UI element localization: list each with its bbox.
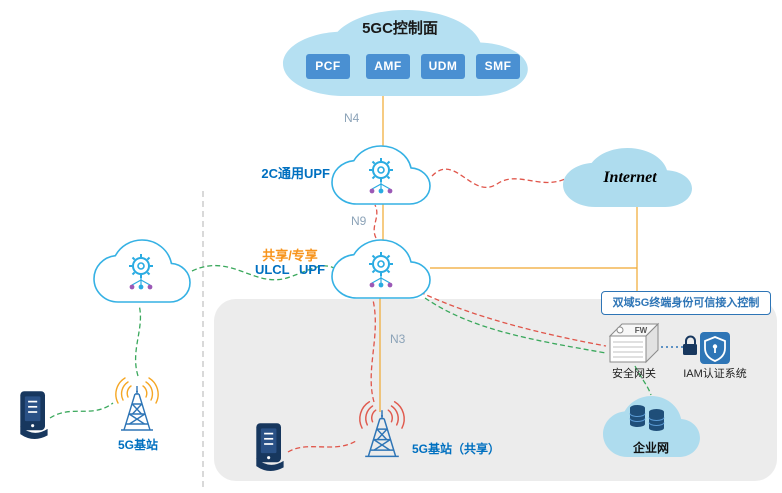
- page-title: 5GC控制面: [362, 20, 438, 37]
- phone-icon: [19, 390, 49, 440]
- nf-box-udm: UDM: [421, 54, 465, 79]
- database-icon: [629, 405, 665, 431]
- security-gateway-label: 安全网关: [612, 368, 656, 380]
- ulcl-upf-label-bottom: ULCL UPF: [254, 262, 326, 277]
- shield-lock-icon: [683, 332, 730, 364]
- ulcl-upf-label-top: 共享/专享: [262, 248, 318, 263]
- interface-label-n3: N3: [390, 332, 406, 346]
- nf-box-amf: AMF: [366, 54, 410, 79]
- gateway-fw-badge: FW: [635, 326, 648, 335]
- shared-base-station-label: 5G基站（共享）: [412, 442, 501, 456]
- interface-label-n4: N4: [344, 111, 360, 125]
- iam-label: IAM认证系统: [683, 368, 747, 380]
- cell-tower-icon: [120, 385, 154, 431]
- red-traffic-path: [287, 168, 607, 453]
- interface-label-n9: N9: [351, 214, 367, 228]
- left-base-station-label: 5G基站: [117, 438, 158, 452]
- green-traffic-path: [49, 265, 652, 419]
- nf-box-smf: SMF: [476, 54, 520, 79]
- upf-2c-label: 2C通用UPF: [261, 166, 330, 181]
- internet-label: Internet: [603, 169, 657, 186]
- firewall-icon: FW: [608, 322, 660, 364]
- nf-box-pcf: PCF: [306, 54, 350, 79]
- n-interface-links: [379, 93, 638, 412]
- access-control-box: 双域5G终端身份可信接入控制: [601, 291, 771, 315]
- enterprise-label: 企业网: [632, 441, 669, 455]
